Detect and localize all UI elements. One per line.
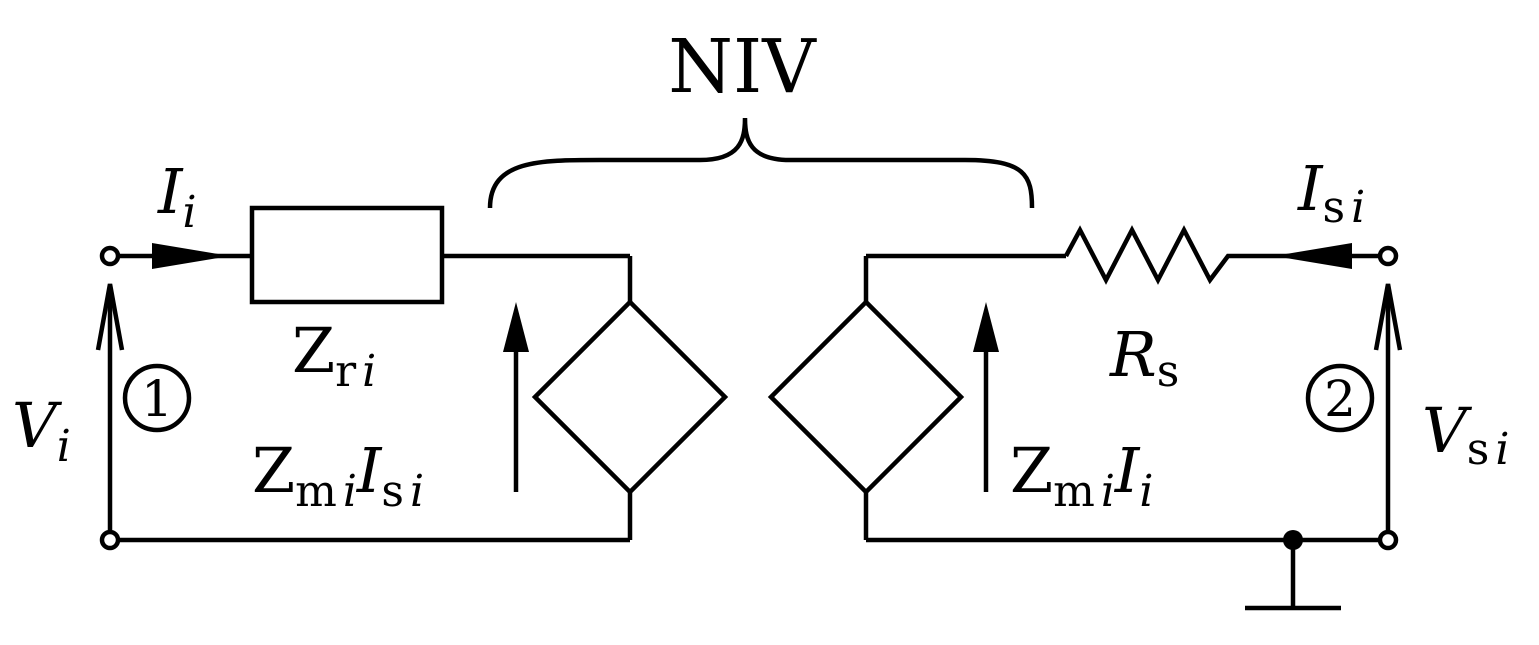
- resistor-label: Rs: [1109, 318, 1179, 397]
- port2-circle: [1305, 363, 1375, 433]
- terminal-right-bottom: [1377, 529, 1399, 551]
- terminal-left-bottom: [99, 529, 121, 551]
- terminal-left-top: [99, 245, 121, 267]
- niv-title: NIV: [668, 24, 817, 110]
- input-voltage-label: Vi: [12, 389, 71, 472]
- input-current-label: Ii: [157, 155, 197, 238]
- output-voltage-arrowhead: [1373, 283, 1403, 351]
- input-current-arrow: [152, 243, 230, 269]
- niv-brace: [487, 117, 1035, 209]
- resistor-zigzag: [1064, 225, 1236, 285]
- port2-label: 2: [1324, 370, 1356, 428]
- series-impedance-box: [249, 205, 445, 305]
- terminal-right-top: [1377, 245, 1399, 267]
- port1-label: 1: [141, 370, 173, 428]
- left-source-arrowhead: [503, 302, 529, 352]
- output-current-arrow: [1274, 243, 1352, 269]
- input-voltage-arrowhead: [95, 283, 125, 351]
- right-source-arrowhead: [973, 302, 999, 352]
- right-dependent-source: [767, 298, 965, 496]
- port1-circle: [122, 363, 192, 433]
- left-dependent-source: [531, 298, 729, 496]
